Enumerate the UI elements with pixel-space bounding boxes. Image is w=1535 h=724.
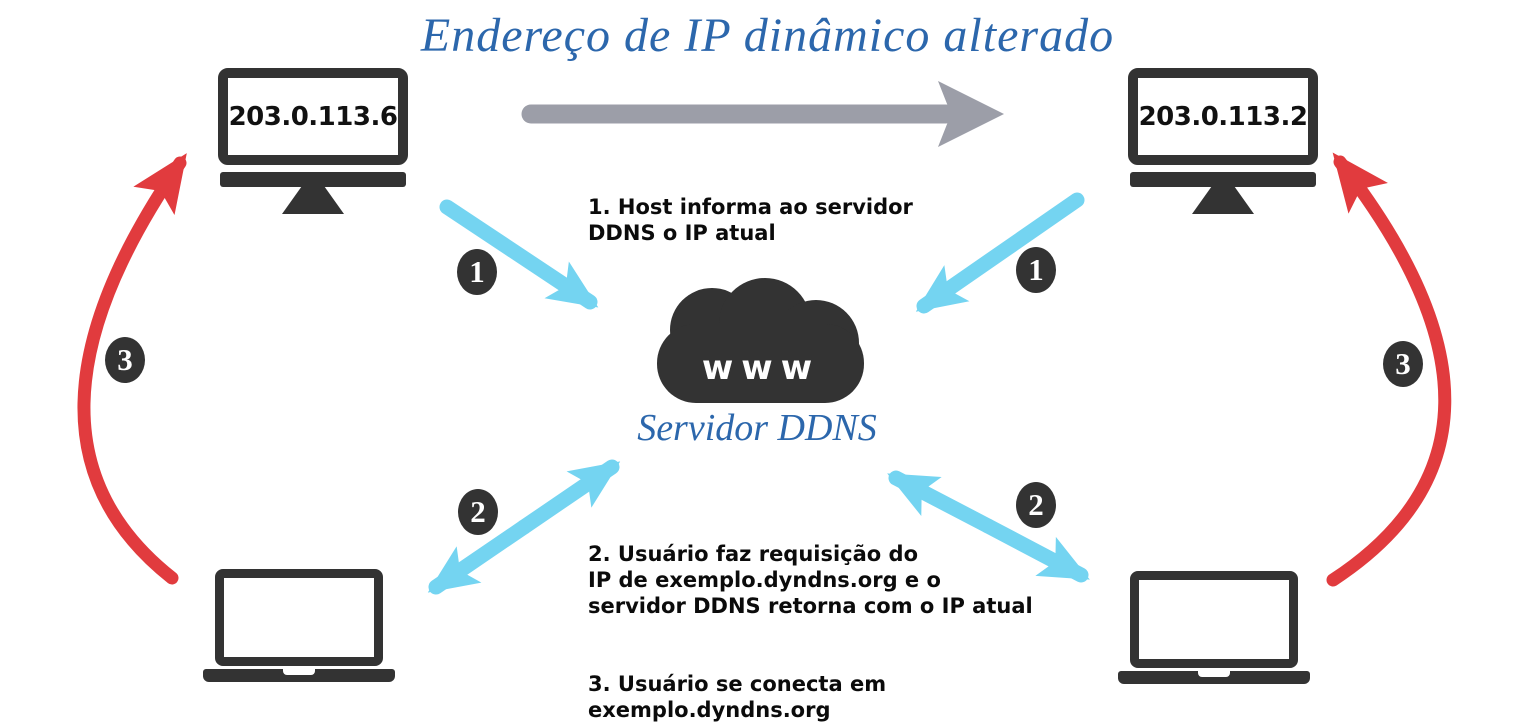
arrow-host-to-ddns-left — [439, 199, 599, 310]
monitor-chin-right — [1130, 172, 1316, 187]
arrow-connect-right — [1326, 152, 1452, 587]
arrow-user-ddns-right-down — [980, 518, 1090, 583]
arrow-user-ddns-left-up — [516, 459, 621, 535]
desktop-monitor-icon-left: 203.0.113.6 — [218, 68, 408, 214]
laptop-base-right — [1118, 671, 1310, 684]
badge-step1-right: 1 — [1016, 247, 1056, 293]
desktop-monitor-icon-right: 203.0.113.2 — [1128, 68, 1318, 214]
badge-step1-left: 1 — [457, 249, 497, 295]
laptop-notch-right — [1198, 671, 1230, 677]
ip-label-left: 203.0.113.6 — [228, 101, 398, 132]
ddns-server-caption: Servidor DDNS — [637, 407, 877, 449]
monitor-stand-right — [1192, 187, 1254, 214]
laptop-screen-right — [1130, 571, 1298, 668]
diagram-title: Endereço de IP dinâmico alterado — [420, 9, 1115, 62]
laptop-icon-right — [1118, 571, 1310, 684]
laptop-base-left — [203, 669, 395, 682]
arrow-user-ddns-left-down — [427, 519, 532, 595]
monitor-screen-left: 203.0.113.6 — [218, 68, 408, 165]
laptop-screen-left — [215, 569, 383, 666]
step-3-note: 3. Usuário se conecta em exemplo.dyndns.… — [588, 672, 887, 722]
cloud-base — [657, 324, 864, 403]
arrow-user-ddns-right-up — [887, 470, 996, 534]
monitor-chin-left — [220, 172, 406, 187]
arrow-host-to-ddns-right — [915, 192, 1085, 314]
www-label: www — [701, 348, 821, 388]
step-2-note: 2. Usuário faz requisição do IP de exemp… — [588, 542, 1033, 618]
steps-2-3-note: 2. Usuário faz requisição do IP de exemp… — [588, 515, 1033, 724]
ip-change-arrowhead-icon — [938, 81, 1004, 147]
ip-label-right: 203.0.113.2 — [1138, 101, 1308, 132]
badge-step3-right: 3 — [1383, 341, 1423, 387]
ip-change-arrow — [521, 81, 1004, 147]
laptop-icon-left — [203, 569, 395, 682]
badge-step3-left: 3 — [105, 337, 145, 383]
laptop-notch-left — [283, 669, 315, 675]
badge-step2-right: 2 — [1016, 482, 1056, 528]
badge-step2-left: 2 — [458, 489, 498, 535]
arrow-connect-left — [77, 153, 187, 585]
monitor-screen-right: 203.0.113.2 — [1128, 68, 1318, 165]
arrow-user-ddns-left — [427, 459, 621, 595]
arrow-user-ddns-right — [887, 470, 1090, 583]
monitor-stand-left — [282, 187, 344, 214]
ddns-cloud-icon: www — [655, 278, 867, 404]
step-1-note: 1. Host informa ao servidor DDNS o IP at… — [588, 195, 913, 245]
